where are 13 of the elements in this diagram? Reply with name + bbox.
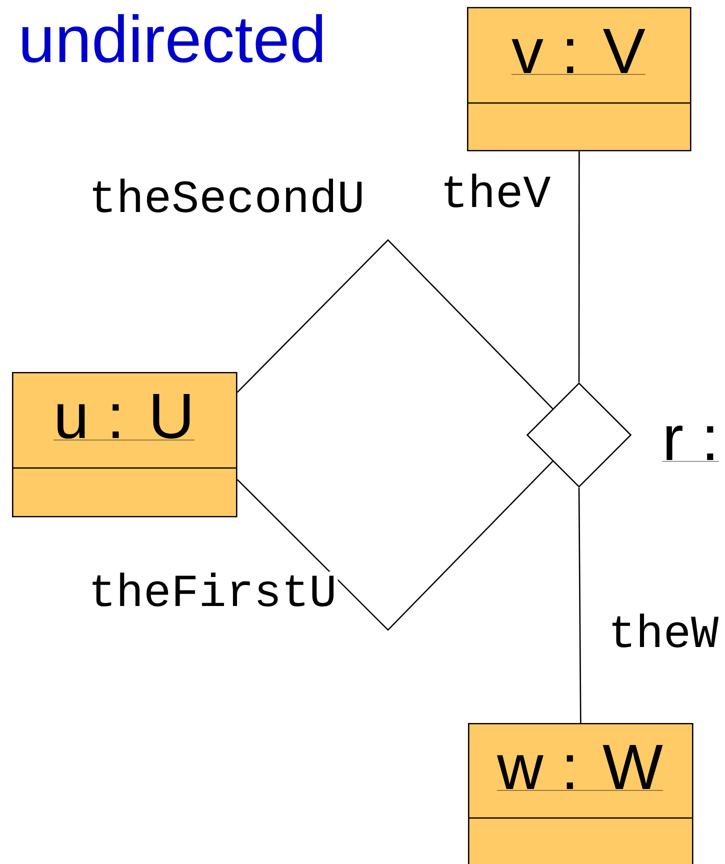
object-box: v : V [467,7,692,152]
role-label: theV [444,174,551,208]
connector [578,151,580,382]
connector [236,239,554,410]
role-label: theW [612,614,719,648]
object-box: u : U [12,372,238,518]
relation-name: r : [662,426,720,462]
connector [578,488,582,724]
connector [236,460,554,631]
title: undirected [22,14,322,63]
object-box: w : W [468,723,694,864]
role-label: theFirstU [92,572,334,606]
role-label: theSecondU [93,178,362,213]
